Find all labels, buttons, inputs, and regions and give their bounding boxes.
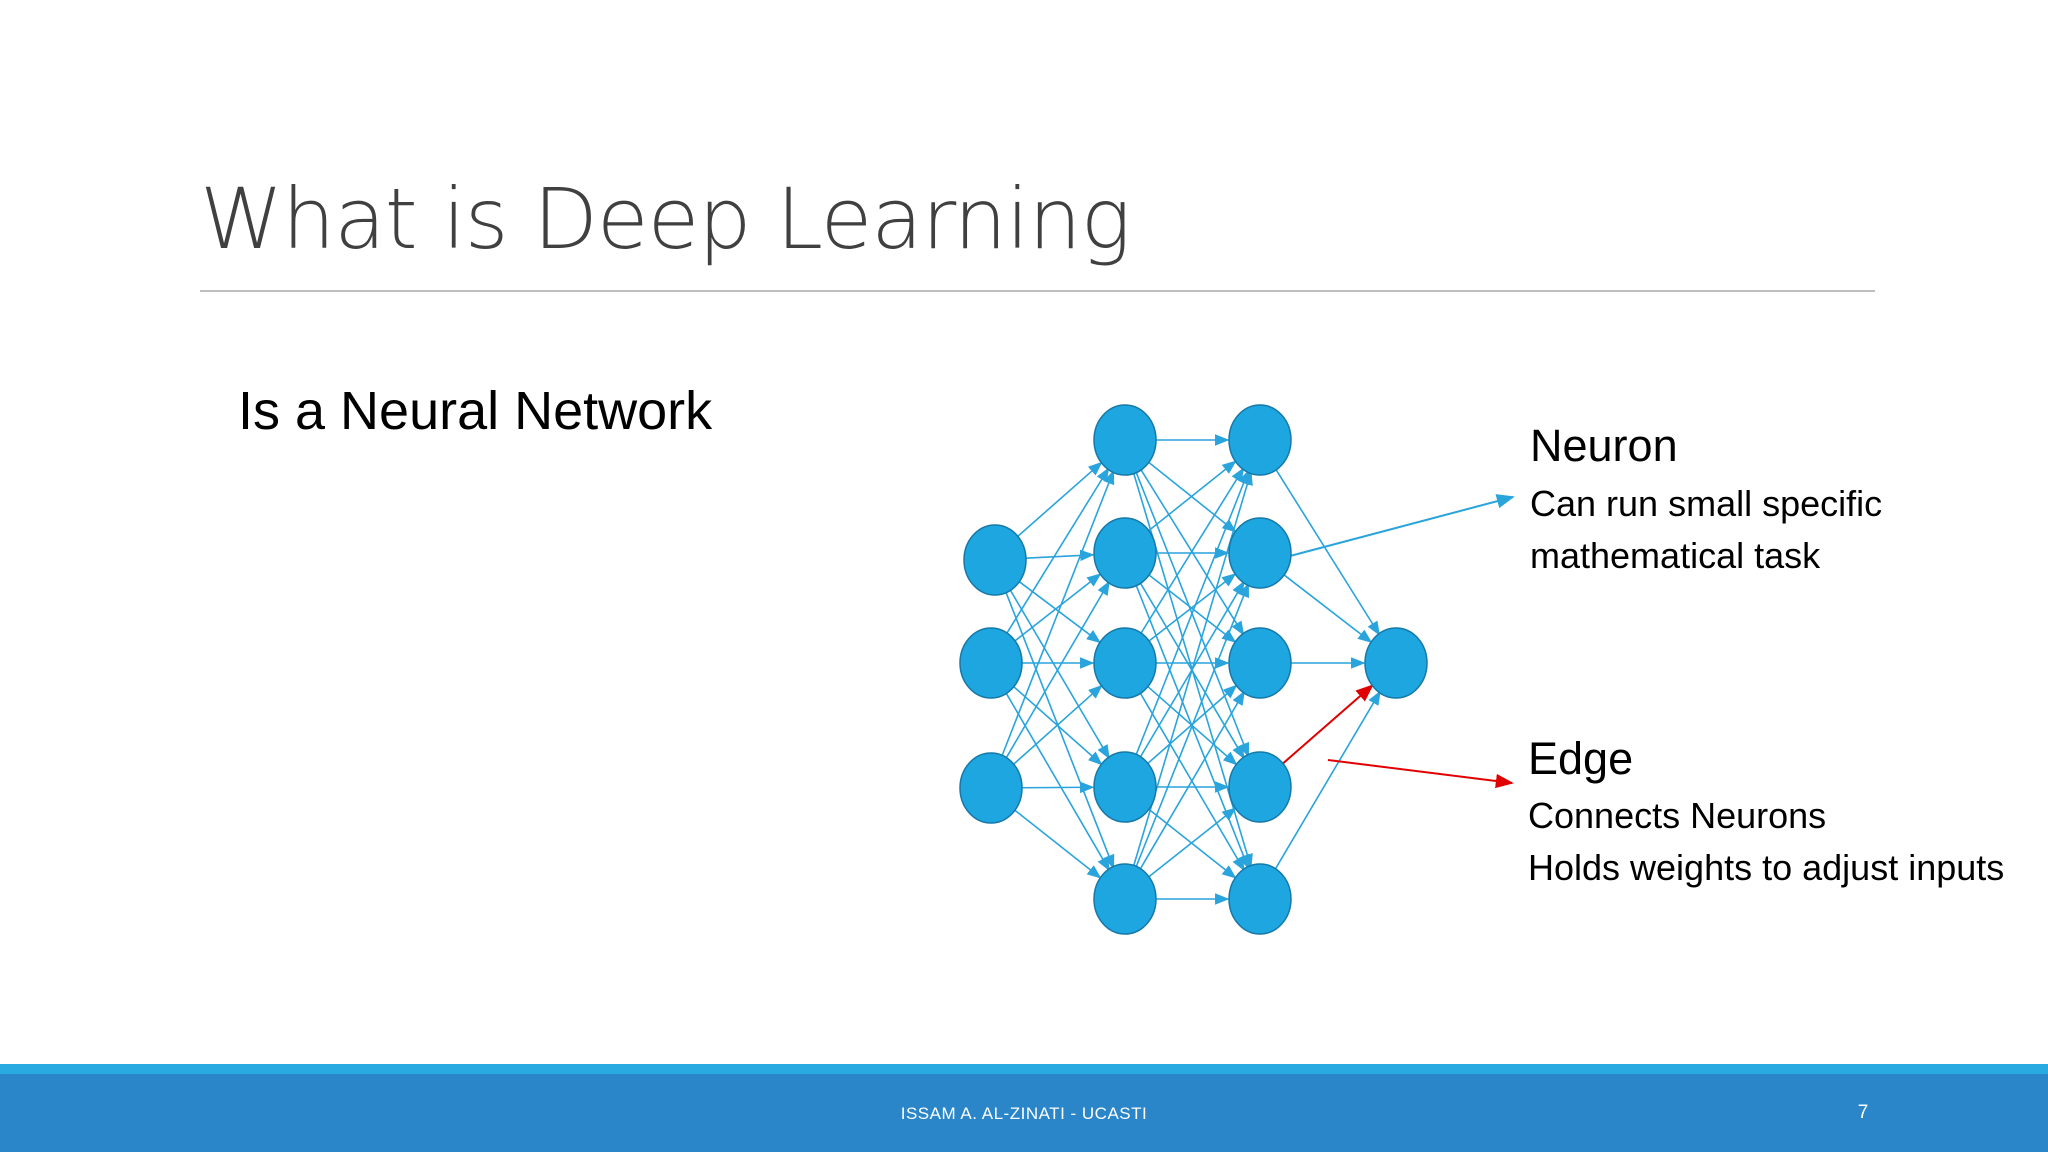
- footer-author: ISSAM A. AL-ZINATI - UCASTI: [900, 1104, 1148, 1123]
- network-edge: [1013, 809, 1102, 879]
- network-edge: [1135, 469, 1250, 756]
- neuron-node: [1093, 517, 1157, 589]
- neuron-node: [1228, 863, 1292, 935]
- neuron-node: [1228, 627, 1292, 699]
- neuron-description-line: Can run small specific: [1530, 483, 1883, 524]
- slide-subtitle: Is a Neural Network: [238, 381, 713, 441]
- network-edge: [1005, 467, 1110, 635]
- network-edge: [1018, 580, 1102, 644]
- slide-title: What is Deep Learning: [200, 170, 1131, 268]
- network-edge: [1016, 461, 1103, 538]
- edge-label-description: Connects Neurons Holds weights to adjust…: [1528, 790, 2004, 894]
- network-edge: [1147, 460, 1237, 532]
- network-edge: [1140, 467, 1245, 635]
- network-edge: [1147, 807, 1237, 878]
- network-edge: [1025, 549, 1095, 562]
- network-edge: [1013, 573, 1102, 642]
- neuron-node: [1364, 627, 1428, 699]
- network-edge: [1005, 692, 1110, 872]
- network-edge: [1005, 580, 1110, 759]
- neuron-node: [1228, 404, 1292, 476]
- network-edge: [1148, 573, 1237, 642]
- footer-bar: ISSAM A. AL-ZINATI - UCASTI 7: [0, 1074, 2048, 1152]
- network-edge: [1283, 573, 1373, 643]
- neuron-node: [959, 627, 1023, 699]
- neuron-node: [1228, 517, 1292, 589]
- neuron-node: [1093, 751, 1157, 823]
- network-edge: [1005, 591, 1115, 870]
- page-number: 7: [1857, 1102, 1869, 1123]
- highlighted-edge: [1281, 684, 1374, 765]
- network-edge: [1001, 469, 1115, 757]
- neuron-callout-arrow: [1289, 494, 1515, 557]
- network-edge: [1274, 690, 1381, 870]
- network-edge: [1012, 684, 1103, 766]
- network-edge: [1135, 582, 1250, 868]
- neuron-node: [1093, 627, 1157, 699]
- neuron-node: [959, 752, 1023, 824]
- edge-description-line: Holds weights to adjust inputs: [1528, 847, 2005, 888]
- neuron-node: [1228, 751, 1292, 823]
- neuron-label-heading: Neuron: [1530, 420, 1678, 471]
- network-edge: [1139, 690, 1245, 870]
- neuron-node: [963, 524, 1027, 596]
- edge-label-heading: Edge: [1528, 733, 1634, 784]
- network-edge: [1275, 468, 1381, 636]
- neuron-description-line: mathematical task: [1530, 535, 1821, 576]
- edge-description-line: Connects Neurons: [1528, 795, 1827, 836]
- neuron-label-description: Can run small specific mathematical task: [1530, 478, 1882, 582]
- network-edge: [1009, 589, 1110, 760]
- edge-callout-arrow: [1327, 759, 1514, 789]
- neuron-node: [1093, 404, 1157, 476]
- neuron-node: [1093, 863, 1157, 935]
- footer-accent-stripe: [0, 1064, 2048, 1074]
- title-divider: [200, 290, 1875, 292]
